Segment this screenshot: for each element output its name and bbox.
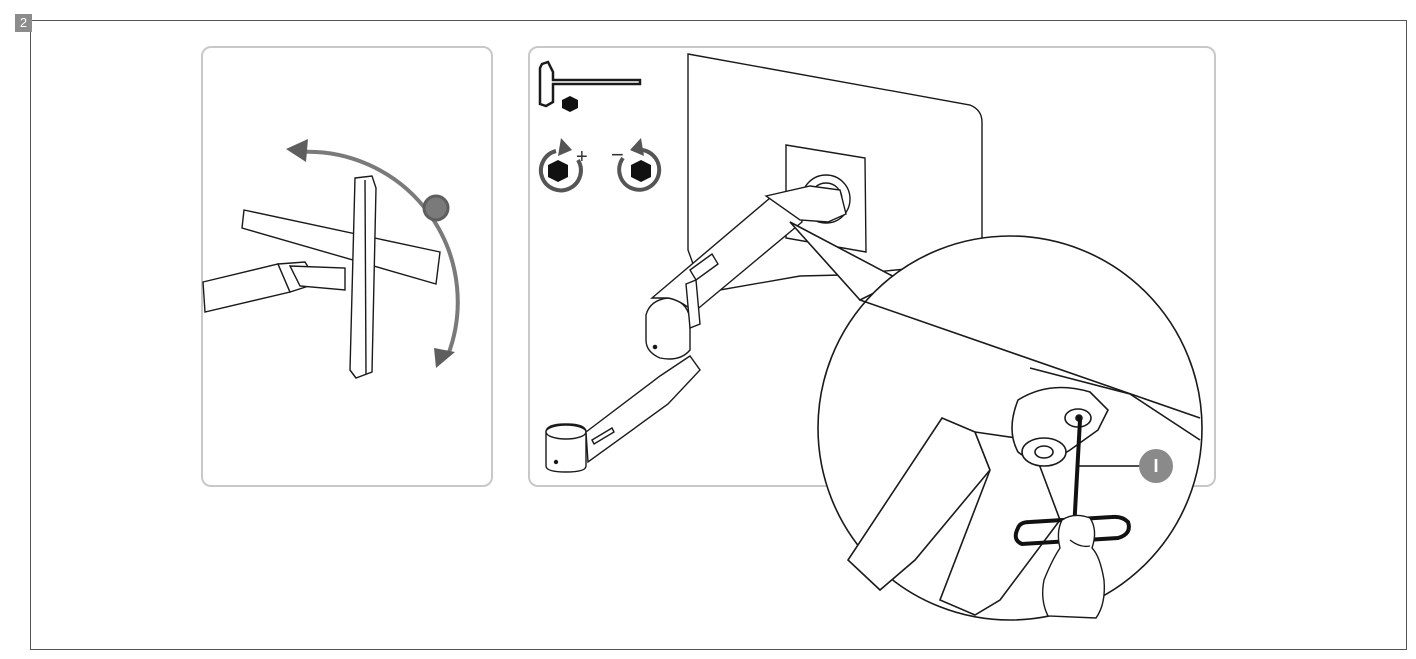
tighten-clockwise-icon: + bbox=[538, 138, 588, 193]
monitor-arm-illustration bbox=[545, 53, 983, 473]
tilt-monitor-illustration bbox=[202, 175, 441, 379]
callout-label: I bbox=[1153, 456, 1159, 476]
zoom-callout bbox=[789, 221, 1203, 621]
svg-text:−: − bbox=[611, 142, 624, 167]
tilt-rotation-arrow-icon bbox=[286, 139, 460, 368]
hex-key-icon bbox=[538, 60, 642, 112]
tilt-panel bbox=[201, 46, 493, 487]
figure-border bbox=[30, 20, 1407, 650]
hand-illustration bbox=[1041, 514, 1106, 619]
step-number-badge: 2 bbox=[15, 14, 32, 32]
callout-pointer bbox=[1078, 449, 1173, 483]
svg-text:+: + bbox=[576, 146, 588, 168]
loosen-counterclockwise-icon: − bbox=[611, 138, 662, 192]
hex-key-in-use-icon bbox=[1013, 419, 1131, 547]
